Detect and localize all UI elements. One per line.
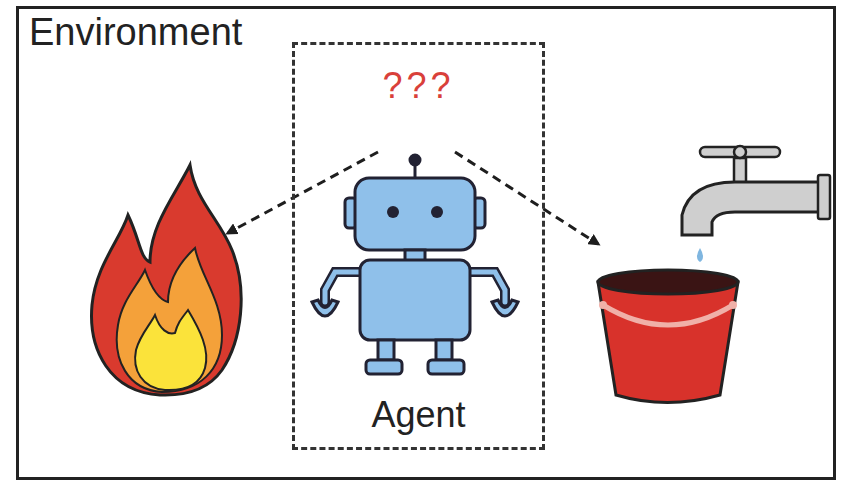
- unknown-marks: ???: [382, 65, 454, 106]
- bucket-icon: [598, 270, 738, 403]
- agent-label: Agent: [371, 394, 465, 435]
- dashed-arrow: [228, 152, 378, 233]
- environment-label: Environment: [29, 11, 242, 55]
- environment-box: Environment??? Agent: [16, 6, 836, 480]
- agent-box: ??? Agent: [292, 42, 545, 450]
- robot-icon: [312, 155, 518, 374]
- dashed-arrow: [455, 152, 598, 244]
- faucet-icon: [682, 146, 830, 262]
- fire-icon: [92, 165, 242, 395]
